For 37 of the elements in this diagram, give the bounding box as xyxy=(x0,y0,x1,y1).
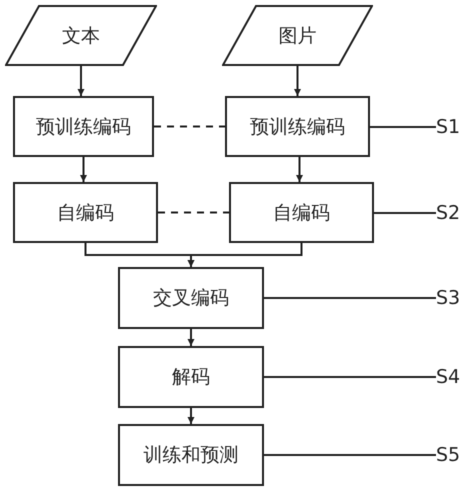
box-label: 训练和预测 xyxy=(144,443,238,468)
box-label: 自编码 xyxy=(57,200,114,226)
box-label: 预训练编码 xyxy=(250,114,345,140)
step-label: S4 xyxy=(436,364,470,390)
box-label: 交叉编码 xyxy=(153,286,229,311)
process-box xyxy=(225,96,370,157)
process-box xyxy=(13,182,158,243)
arrow xyxy=(188,408,194,424)
process-box xyxy=(118,346,264,408)
step-label: S3 xyxy=(436,285,470,311)
step-label: S2 xyxy=(436,200,470,226)
box-label: 图片 xyxy=(278,24,316,48)
process-box xyxy=(118,424,264,486)
input-parallelogram xyxy=(5,5,157,66)
arrow xyxy=(188,329,194,346)
box-label: 自编码 xyxy=(273,200,330,226)
arrow xyxy=(78,66,84,96)
dashed-line xyxy=(154,126,225,128)
dashed-line xyxy=(158,212,229,214)
leader-line xyxy=(264,297,436,299)
arrow xyxy=(80,157,87,182)
box-label: 解码 xyxy=(172,365,210,390)
leader-line xyxy=(370,126,436,128)
step-label: S5 xyxy=(436,442,470,468)
leader-line xyxy=(264,376,436,378)
box-label: 预训练编码 xyxy=(36,114,131,140)
process-box xyxy=(229,182,374,243)
process-box xyxy=(13,96,154,157)
input-parallelogram xyxy=(222,5,373,66)
box-label: 文本 xyxy=(62,24,100,48)
arrow xyxy=(296,157,303,182)
process-box xyxy=(118,267,264,329)
arrow xyxy=(188,243,302,267)
step-label: S1 xyxy=(436,114,470,140)
leader-line xyxy=(264,454,436,456)
leader-line xyxy=(374,212,436,214)
arrow xyxy=(294,66,301,96)
